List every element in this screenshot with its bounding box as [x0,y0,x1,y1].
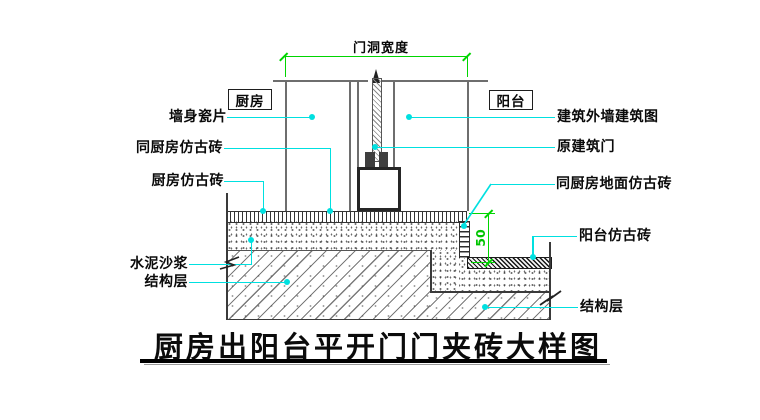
balcony-wall-line [467,80,469,211]
leader-dot [248,237,254,243]
door-bottom-block-left [365,152,375,167]
kitchen-floor-tile-band [226,211,467,223]
leader-dot [406,114,412,120]
leader-dot [260,208,266,214]
label-original-building-door: 原建筑门 [557,139,615,155]
step-height-ext-bottom [471,261,495,263]
door-threshold-box [357,166,401,211]
step-horizontal-edge [430,291,550,293]
step-height-ext-top [469,212,495,214]
door-leaf [371,78,382,162]
label-balcony-antique-brick: 阳台仿古砖 [579,228,652,244]
leader-same-kitchen-floor-h [491,183,555,185]
leader-kitchen-brick-h [224,180,264,182]
door-opening-dim-line [283,55,468,57]
door-opening-ext-left [284,55,286,77]
leader-dot [327,208,333,214]
floor-right-cut-edge [549,242,551,320]
lintel-line-right [382,80,488,82]
step-height-dim-label: 50 [473,229,488,247]
leader-balcony-brick-h [533,235,577,237]
leader-dot [482,304,488,310]
leader-structure-left [189,281,287,283]
title-underline-shadow [144,364,610,366]
structure-layer-kitchen [226,250,430,320]
lintel-line-left [273,80,368,82]
leader-dot [284,279,290,285]
leader-structure-right [485,306,578,308]
leader-wall-tile [227,116,312,118]
step-vertical-edge [430,250,432,292]
label-same-as-kitchen-floor-antique-brick: 同厨房地面仿古砖 [556,176,672,192]
leader-dot [460,223,467,229]
door-clamp-brick [458,221,470,258]
leader-original-door [375,146,555,148]
leader-same-kitchen-brick-h [224,147,331,149]
leader-exterior-wall [409,116,555,118]
label-structure-layer-left: 结构层 [144,274,188,290]
leader-dot [529,254,536,260]
door-leaf-arrow-icon [371,69,380,83]
balcony-floor-tile-band [467,257,552,269]
room-tag-kitchen: 厨房 [228,89,272,110]
door-jamb-line-left-b [357,80,359,211]
door-jamb-line-right [393,80,395,168]
label-wall-ceramic-tile: 墙身瓷片 [169,109,227,125]
step-height-dim-line [487,213,489,262]
leader-mortar-v [250,240,252,265]
floor-left-cut-edge [226,193,228,320]
room-tag-balcony-label: 阳台 [496,94,526,110]
label-same-as-kitchen-antique-brick: 同厨房仿古砖 [136,140,223,156]
leader-dot [372,144,378,150]
kitchen-wall-line [285,80,287,211]
room-tag-kitchen-label: 厨房 [235,93,265,110]
floor-bottom-edge [226,318,551,320]
label-cement-mortar: 水泥沙浆 [130,256,188,272]
leader-balcony-brick-v [532,235,534,258]
cement-mortar-layer-step [430,250,459,292]
title-underline [140,358,607,363]
label-kitchen-antique-brick: 厨房仿古砖 [151,173,224,189]
leader-dot [309,114,315,120]
label-structure-layer-right: 结构层 [580,299,624,315]
drawing-title: 厨房出阳台平开门门夹砖大样图 [153,330,602,364]
leader-mortar-h [189,263,252,265]
room-tag-balcony: 阳台 [489,90,533,110]
door-jamb-line-left-a [349,80,351,211]
door-bottom-block-right [378,152,388,167]
door-opening-dim-label: 门洞宽度 [352,41,409,56]
cement-mortar-layer [226,221,459,250]
door-opening-ext-right [466,55,468,77]
leader-kitchen-brick-v [262,180,264,212]
label-exterior-wall-drawing: 建筑外墙建筑图 [557,109,659,125]
leader-same-kitchen-brick-v [329,147,331,212]
